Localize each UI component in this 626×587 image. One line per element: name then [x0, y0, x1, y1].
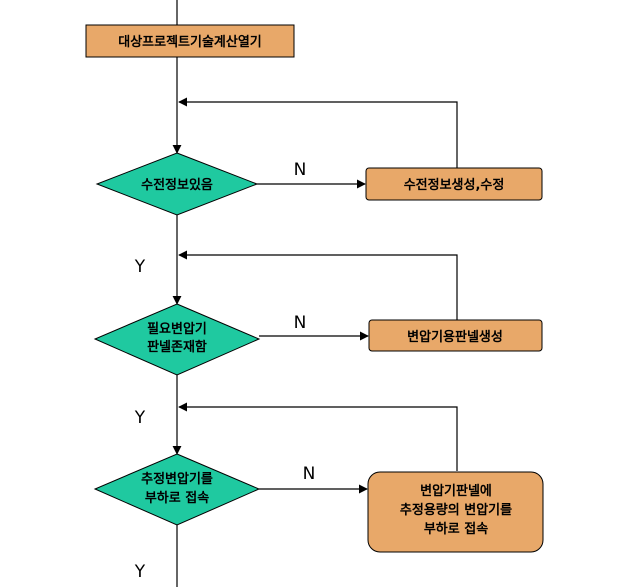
edge-label-yes-1: Y	[134, 257, 146, 277]
loop-back-process-3	[178, 402, 458, 471]
process-2-shape	[368, 319, 543, 352]
decision-3-label-line-2: 부하로 접속	[145, 490, 209, 506]
edge-label-no-2: N	[294, 313, 307, 333]
process-3-label-line-3: 부하로 접속	[424, 521, 488, 537]
decision-3-shape	[93, 453, 261, 526]
decision-2-shape	[93, 303, 261, 376]
decision-3-label-line-1: 추정변압기를	[141, 471, 213, 487]
edge-label-yes-2: Y	[134, 408, 146, 428]
process-2: 변압기용판넬생성	[368, 319, 543, 352]
edge-label-yes-3: Y	[134, 562, 146, 582]
start-box-label: 대상프로젝트기술계산열기	[118, 34, 262, 50]
process-3-shape	[367, 471, 544, 553]
edge-label-no-1: N	[294, 160, 307, 180]
edge-label-no-3: N	[303, 464, 316, 484]
process-1-shape	[365, 167, 543, 201]
decision-2: 필요변압기 판넬존재함	[93, 303, 261, 376]
process-2-label: 변압기용판넬생성	[407, 329, 503, 345]
decision-1-label: 수전정보있음	[141, 177, 213, 193]
process-3: 변압기판넬에 추정용량의 변압기를 부하로 접속	[367, 471, 544, 553]
loop-back-process-1	[178, 97, 458, 168]
decision-2-label-line-1: 필요변압기	[147, 322, 207, 337]
process-1-label: 수전정보생성,수정	[404, 177, 505, 193]
process-3-label-line-2: 추정용량의 변압기를	[400, 502, 512, 518]
loop-back-process-2	[178, 250, 458, 320]
process-3-label-line-1: 변압기판넬에	[420, 483, 492, 499]
decision-3: 추정변압기를 부하로 접속	[93, 453, 261, 526]
decision-1: 수전정보있음	[95, 152, 259, 216]
decision-2-label-line-2: 판넬존재함	[147, 339, 207, 355]
start-box: 대상프로젝트기술계산열기	[85, 24, 295, 58]
process-1: 수전정보생성,수정	[365, 167, 543, 201]
decision-1-shape	[95, 152, 259, 216]
start-box-shape	[85, 24, 295, 58]
